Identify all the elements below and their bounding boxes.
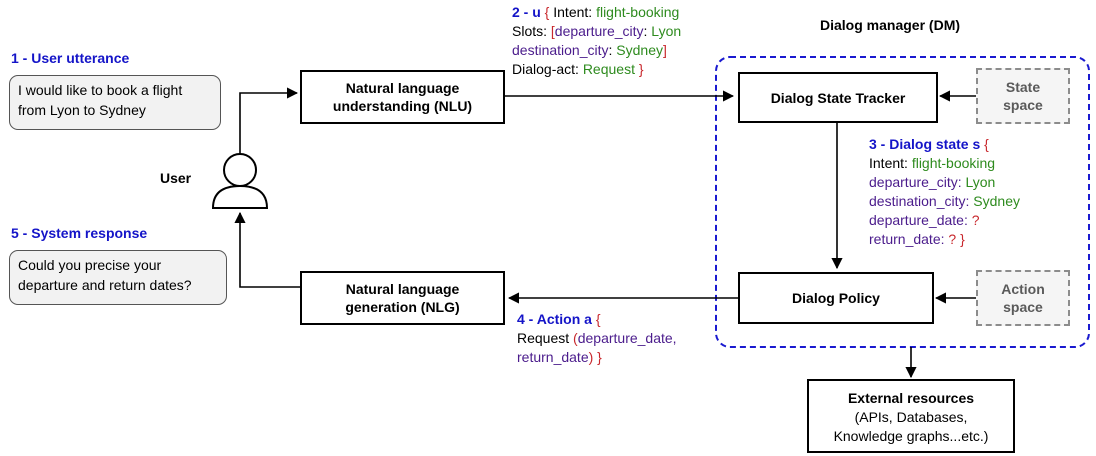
response-line1: Could you precise your (18, 257, 162, 273)
step2-slot2-key: destination_city (512, 42, 609, 58)
step2-close-bracket: ] (663, 42, 667, 58)
arrow-nlg-to-user (234, 211, 300, 288)
step3-dep-date-val: ? (971, 212, 980, 228)
nlu-line1: Natural language (345, 80, 460, 96)
policy-label: Dialog Policy (792, 290, 880, 306)
utterance-line2: from Lyon to Sydney (18, 102, 146, 118)
nlg-line2: generation (NLG) (345, 299, 460, 315)
step2-prefix: 2 - u (512, 4, 541, 20)
step2-annotation: 2 - u { Intent: flight-booking Slots: [d… (512, 4, 682, 77)
step2-act-val: Request (582, 61, 635, 77)
external-title: External resources (847, 390, 975, 406)
nlu-box: Natural language understanding (NLU) (300, 70, 505, 124)
step3-intent-val: flight-booking (911, 155, 996, 171)
dialog-policy-box: Dialog Policy (738, 272, 934, 324)
system-response-bubble: Could you precise your departure and ret… (9, 250, 227, 305)
step3-close-brace: } (960, 231, 965, 247)
step4-open-paren: ( (573, 330, 578, 346)
external-line2: (APIs, Databases, (854, 409, 968, 425)
arrow-user-to-nlu (239, 87, 299, 154)
step3-prefix: 3 - Dialog state s (869, 136, 981, 152)
step4-close-brace: } (597, 349, 602, 365)
step4-annotation: 4 - Action a { Request (departure_date, … (517, 310, 677, 367)
step4-arg2: return_date (517, 349, 589, 365)
step2-intent-key: Intent: (553, 4, 593, 20)
step5-title: 5 - System response (11, 225, 148, 241)
step3-open-brace: { (984, 136, 989, 152)
step4-close-paren: ) (588, 349, 594, 365)
nlg-box: Natural language generation (NLG) (300, 271, 505, 325)
step2-open-bracket: [ (550, 23, 555, 39)
step2-slots-key: Slots: (512, 23, 548, 39)
step3-ret-date-key: return_date: (869, 231, 945, 247)
step2-act-key: Dialog-act: (512, 61, 579, 77)
step4-act: Request (517, 330, 570, 346)
step3-intent-key: Intent: (869, 155, 908, 171)
step2-close-brace: } (638, 61, 644, 77)
step2-slot1-key: departure_city (554, 23, 644, 39)
nlg-line1: Natural language (345, 281, 460, 297)
state-space-box: State space (976, 68, 1070, 124)
step3-dep-city-key: departure_city: (869, 174, 962, 190)
state-space-line1: State (1005, 79, 1041, 95)
response-line2: departure and return dates? (18, 277, 192, 293)
nlu-line2: understanding (NLU) (332, 98, 473, 114)
step4-arg1: departure_date, (577, 330, 677, 346)
step2-slot1-val: Lyon (651, 23, 682, 39)
step3-dep-city-val: Lyon (965, 174, 996, 190)
dialog-state-tracker-box: Dialog State Tracker (738, 72, 938, 123)
state-space-line2: space (1003, 97, 1043, 113)
dm-title: Dialog manager (DM) (820, 17, 961, 33)
step4-open-brace: { (595, 311, 601, 327)
tracker-label: Dialog State Tracker (770, 89, 906, 106)
external-line3: Knowledge graphs...etc.) (833, 428, 989, 444)
action-space-box: Action space (976, 270, 1070, 326)
step2-slot2-val: Sydney (616, 42, 663, 58)
dm-boundary (715, 56, 1090, 348)
user-label: User (160, 170, 192, 186)
step4-prefix: 4 - Action a (517, 311, 592, 327)
user-utterance-bubble: I would like to book a flight from Lyon … (9, 75, 221, 130)
step3-dest-city-key: destination_city: (869, 193, 970, 209)
action-space-line1: Action (1001, 281, 1045, 297)
step1-title: 1 - User utterance (11, 50, 130, 66)
step2-open-brace: { (544, 4, 550, 20)
utterance-line1: I would like to book a flight (18, 82, 183, 98)
step3-ret-date-val: ? (948, 231, 957, 247)
step3-annotation: 3 - Dialog state s { Intent: flight-book… (869, 135, 1020, 249)
step2-intent-val: flight-booking (596, 4, 680, 20)
external-resources-box: External resources (APIs, Databases, Kno… (807, 379, 1015, 453)
user-icon (211, 153, 269, 209)
action-space-line2: space (1003, 299, 1043, 315)
step3-dep-date-key: departure_date: (869, 212, 968, 228)
step3-dest-city-val: Sydney (973, 193, 1020, 209)
